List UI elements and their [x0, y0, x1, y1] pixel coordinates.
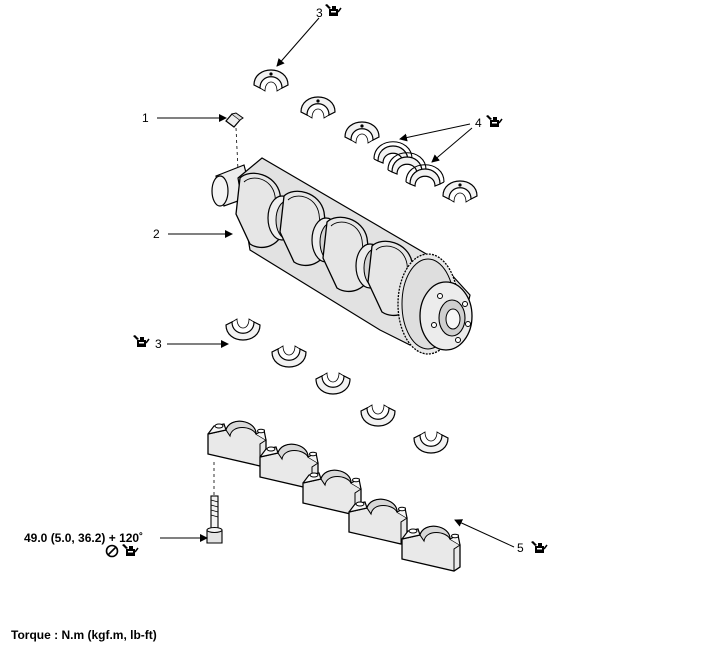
no-reuse-icon — [105, 544, 119, 558]
crankshaft — [211, 157, 473, 355]
leader-lines — [157, 17, 515, 548]
oil-can-icon — [132, 334, 150, 348]
thrust-bearing-shells — [373, 141, 445, 187]
callout-4-number: 4 — [475, 116, 482, 130]
callout-3-upper-number: 3 — [316, 6, 323, 20]
callout-3-lower-number: 3 — [155, 337, 162, 351]
oil-can-icon — [485, 114, 503, 128]
torque-value: 49.0 (5.0, 36.2) + 120˚ — [24, 531, 144, 545]
callout-1-number: 1 — [142, 111, 149, 125]
oil-can-icon — [121, 543, 139, 557]
crankshaft-key — [225, 112, 244, 171]
oil-can-icon — [324, 3, 342, 17]
torque-legend: Torque : N.m (kgf.m, lb-ft) — [11, 628, 157, 642]
callout-2-number: 2 — [153, 227, 160, 241]
oil-can-icon — [530, 540, 548, 554]
callout-5-number: 5 — [517, 541, 524, 555]
main-bearing-cap-bolt — [206, 495, 223, 544]
